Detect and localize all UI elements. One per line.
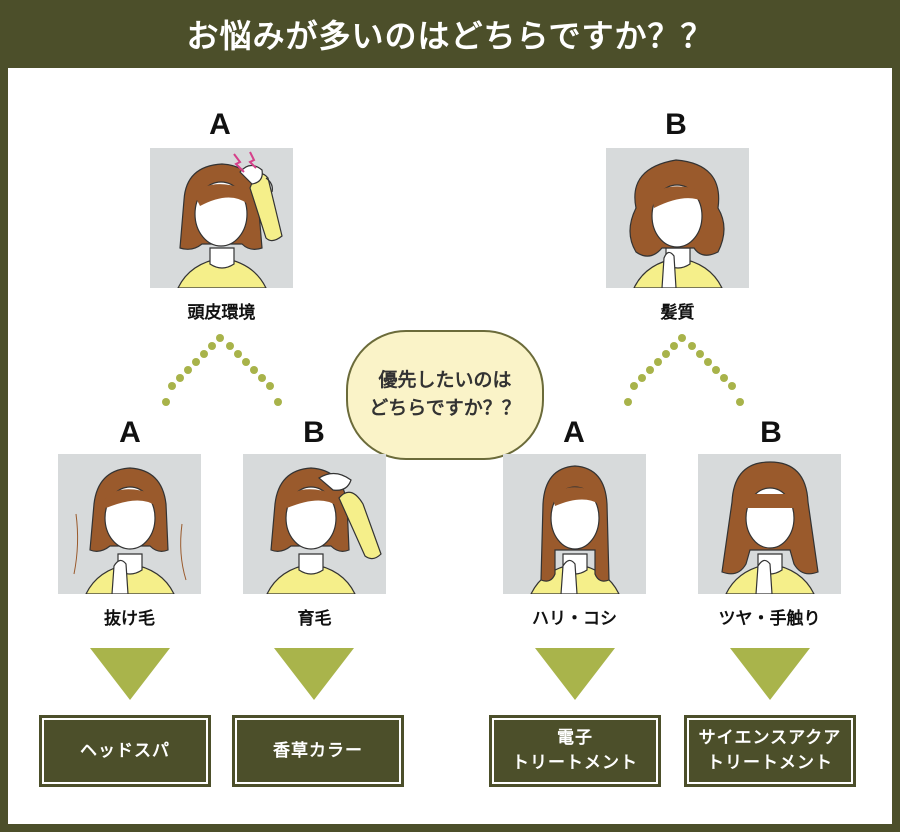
leaf-4-letter: B bbox=[760, 416, 782, 449]
leaf-4-arrow bbox=[730, 648, 810, 700]
leaf-3-caption: ハリ・コシ bbox=[532, 609, 617, 629]
leaf-3-result: 電子 トリートメント bbox=[489, 715, 661, 787]
question-line-2: どちらですか？？ bbox=[369, 397, 521, 419]
leaf-2-result-line-1: 香草カラー bbox=[273, 740, 363, 761]
woman-curly-hair-illustration bbox=[606, 148, 749, 288]
top-b-letter: B bbox=[665, 108, 687, 141]
leaf-1-caption: 抜け毛 bbox=[104, 609, 155, 629]
right-branch-connector bbox=[624, 334, 744, 406]
leaf-1-result: ヘッドスパ bbox=[39, 715, 211, 787]
leaf-4-portrait bbox=[698, 454, 841, 594]
leaf-2-caption: 育毛 bbox=[297, 609, 332, 629]
content-panel: A 頭皮環境 B bbox=[8, 68, 892, 824]
top-a-letter: A bbox=[209, 108, 231, 141]
woman-hair-growth-illustration bbox=[243, 454, 386, 594]
leaf-3-portrait bbox=[503, 454, 646, 594]
page-title: お悩みが多いのはどちらですか？？ bbox=[186, 17, 714, 55]
left-branch-connector bbox=[162, 334, 282, 406]
leaf-1-arrow bbox=[90, 648, 170, 700]
woman-frizzy-hair-illustration bbox=[698, 454, 841, 594]
top-a-portrait bbox=[150, 148, 293, 288]
leaf-4-result-line-2: トリートメント bbox=[707, 753, 833, 773]
leaf-4-caption: ツヤ・手触り bbox=[718, 609, 821, 629]
leaf-2-portrait bbox=[243, 454, 386, 594]
question-line-1: 優先したいのは bbox=[378, 369, 512, 392]
leaf-1-result-line-1: ヘッドスパ bbox=[80, 740, 170, 761]
leaf-2-result: 香草カラー bbox=[232, 715, 404, 787]
leaf-2-letter: B bbox=[303, 416, 325, 449]
woman-long-straight-hair-illustration bbox=[503, 454, 646, 594]
leaf-3-arrow bbox=[535, 648, 615, 700]
woman-scalp-itch-illustration bbox=[150, 148, 293, 288]
leaf-3-result-line-2: トリートメント bbox=[512, 753, 638, 773]
leaf-4-result-line-1: サイエンスアクア bbox=[698, 728, 842, 749]
leaf-3-letter: A bbox=[563, 416, 585, 449]
leaf-1-letter: A bbox=[119, 416, 141, 449]
leaf-4-result: サイエンスアクア トリートメント bbox=[684, 715, 856, 787]
leaf-1-portrait bbox=[58, 454, 201, 594]
top-a-caption: 頭皮環境 bbox=[187, 303, 256, 323]
top-b-portrait bbox=[606, 148, 749, 288]
top-b-caption: 髪質 bbox=[660, 303, 695, 323]
leaf-2-arrow bbox=[274, 648, 354, 700]
leaf-3-result-line-1: 電子 bbox=[557, 728, 593, 749]
woman-hair-loss-illustration bbox=[58, 454, 201, 594]
question-bubble: 優先したいのは どちらですか？？ bbox=[346, 330, 544, 460]
